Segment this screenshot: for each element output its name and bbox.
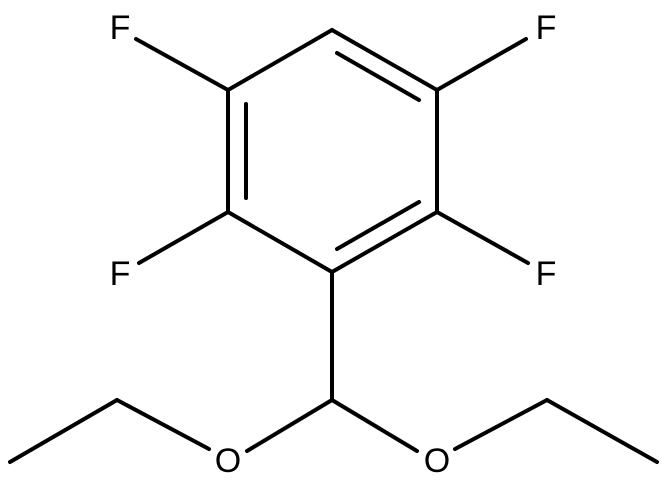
ring-bond-bottom-left [226, 210, 334, 274]
bond-c-f-mid-left [137, 210, 230, 265]
ring-bond-top-right-inner [335, 51, 421, 102]
bond-ethyl-right [545, 398, 659, 464]
atom-label-f-top-right: F [536, 9, 557, 47]
bond-o-left-to-ch2 [115, 398, 211, 451]
ring-bond-top-left [226, 28, 334, 92]
atom-label-f-mid-right: F [536, 255, 557, 293]
atom-label-o-right: O [424, 442, 450, 480]
bond-c-f-mid-right [435, 210, 530, 265]
bond-o-right-to-ch2 [453, 398, 549, 451]
ring-bond-bottom-right-inner [335, 200, 421, 251]
atom-labels: F F F F O O [110, 9, 557, 480]
bonds [8, 28, 659, 464]
bond-acetal-to-o-right [330, 398, 419, 453]
atom-label-f-top-left: F [110, 9, 131, 47]
bond-ethyl-left [8, 398, 119, 464]
ring-bond-top-right [330, 28, 439, 92]
ring-bond-bottom-right [330, 210, 439, 274]
bond-acetal-to-o-left [245, 398, 334, 453]
bond-c-f-top-left [134, 37, 230, 92]
atom-label-f-mid-left: F [110, 255, 131, 293]
atom-label-o-left: O [215, 442, 241, 480]
bond-c-f-top-right [435, 37, 528, 92]
